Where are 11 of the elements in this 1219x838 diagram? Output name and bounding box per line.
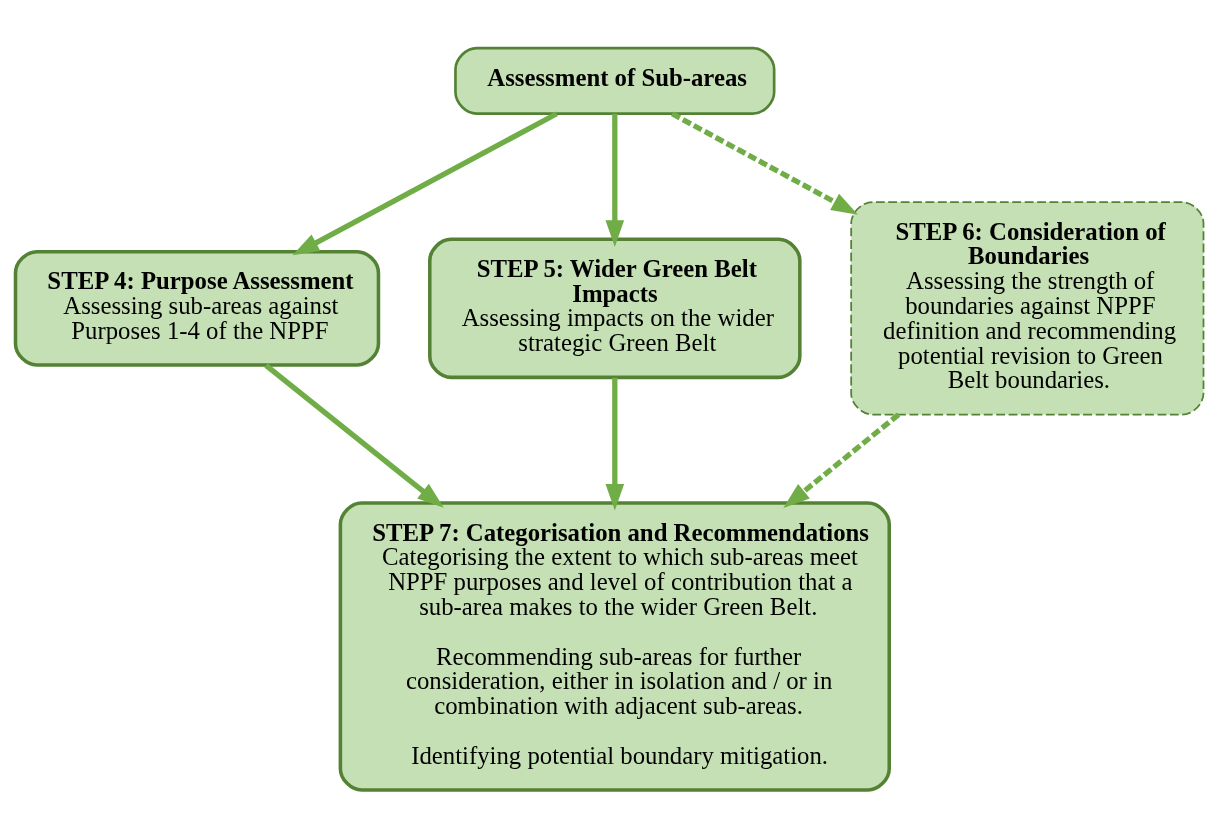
arrow	[292, 111, 558, 256]
arrow	[605, 113, 625, 247]
node-box: STEP 7: Categorisation and Recommendations Categorising the extent to which sub-areas meet NPPF purposes and level of contribution that a sub-area makes to the wider Green Belt. Recommending sub-areas for further consideration, either in isolation and / or in combination with adjacent sub-areas. Identifying potential boundary mitigation.	[338, 501, 891, 792]
node-box: STEP 5: Wider Green Belt Impacts Assessing impacts on the wider strategic Green Belt	[428, 237, 802, 380]
arrow	[783, 412, 901, 509]
arrow	[264, 363, 444, 508]
node-box: Assessment of Sub-areas	[454, 46, 776, 115]
node-box: STEP 4: Purpose Assessment Assessing sub-areas against Purposes 1-4 of the NPPF	[13, 249, 381, 367]
arrow	[670, 111, 858, 215]
arrow	[605, 377, 625, 511]
node-box: STEP 6: Consideration of Boundaries Assessing the strength of boundaries against NPPF definition and recommending potential revision to Green Belt boundaries.	[850, 201, 1205, 416]
